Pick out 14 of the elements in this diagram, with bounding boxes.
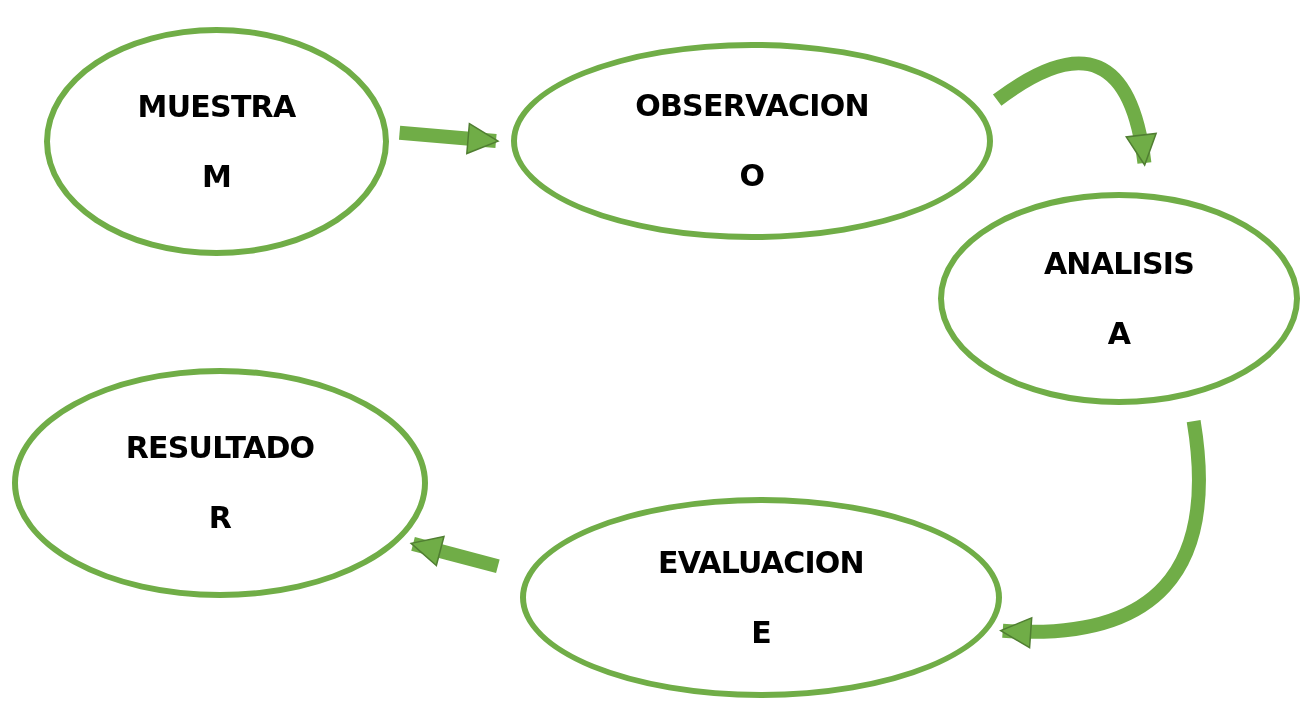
node-letter: A bbox=[1107, 318, 1131, 349]
node-title: EVALUACION bbox=[658, 547, 864, 578]
node-letter: E bbox=[751, 617, 771, 648]
node-title: ANALISIS bbox=[1043, 248, 1195, 279]
node-title: MUESTRA bbox=[137, 91, 296, 122]
node-letter: M bbox=[201, 161, 232, 192]
block-arrow bbox=[999, 420, 1206, 648]
block-arrow bbox=[993, 56, 1156, 166]
node-title: RESULTADO bbox=[125, 433, 315, 463]
node-title: OBSERVACION bbox=[635, 91, 869, 121]
node-letter: O bbox=[739, 161, 765, 191]
block-arrow bbox=[398, 122, 499, 155]
block-arrow bbox=[410, 535, 500, 574]
node-letter: R bbox=[208, 503, 232, 533]
